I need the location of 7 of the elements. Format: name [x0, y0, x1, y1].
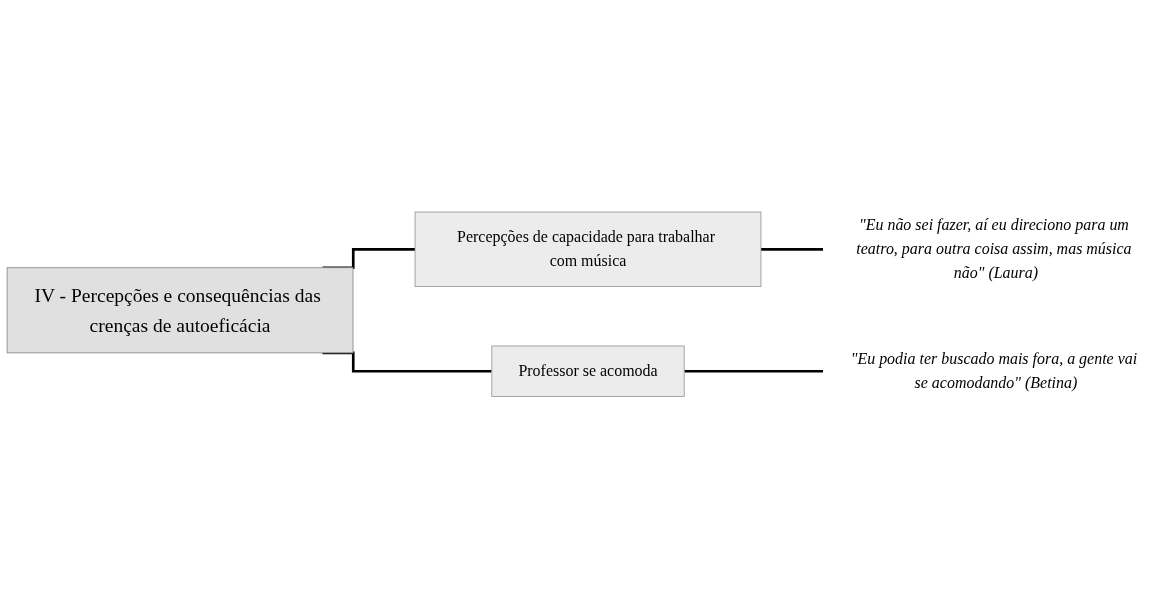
node-box: Professor se acomoda — [491, 345, 685, 398]
node-text: "Eu podia ter buscado mais fora, a gente vai se acomodando" (Betina) — [850, 350, 1138, 392]
node-box: IV - Percepções e consequências das crenças de autoeficácia — [6, 267, 354, 354]
connector — [684, 370, 823, 373]
node-box: Percepções de capacidade para trabalhar com música — [414, 211, 762, 288]
node-text: "Eu não sei fazer, aí eu direciono para um teatro, para outra coisa assim, mas música não" (Laura) — [856, 216, 1132, 282]
connector — [760, 248, 823, 251]
